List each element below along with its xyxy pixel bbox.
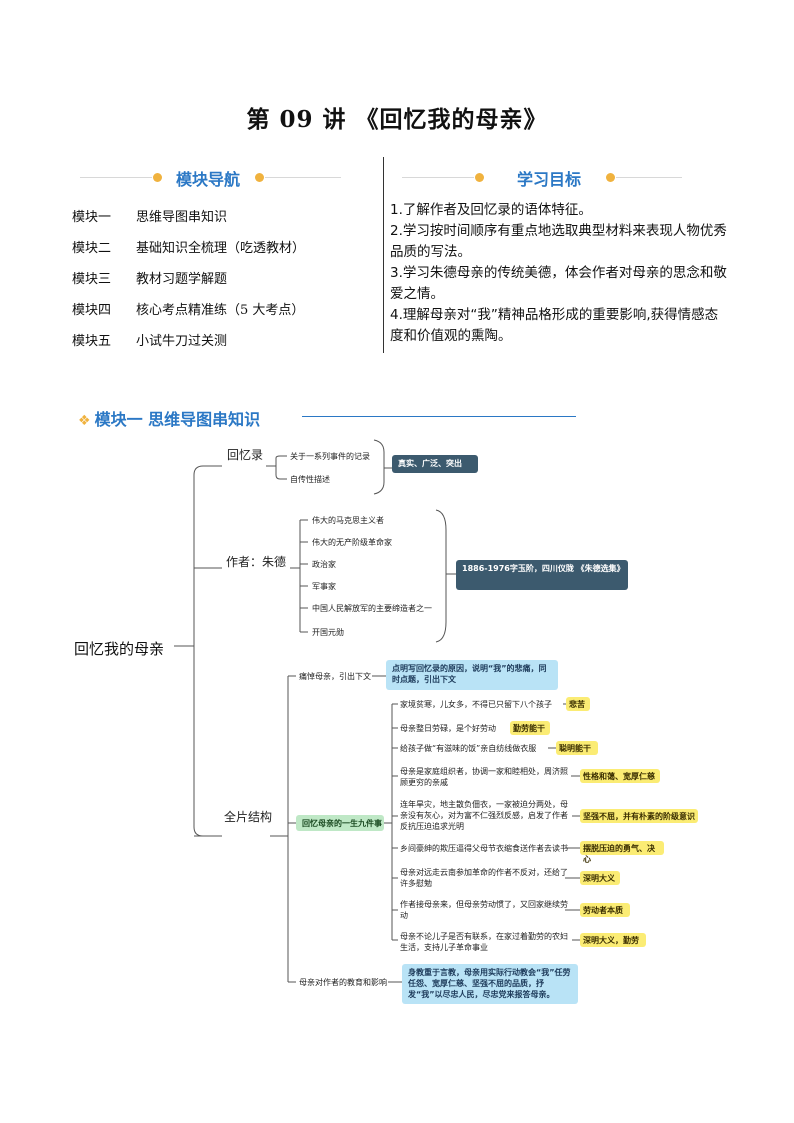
branch-author: 作者：朱德	[226, 555, 287, 569]
diamond-icon: ❖	[78, 413, 91, 429]
author-title: 开国元勋	[312, 628, 344, 637]
header-rule-right	[616, 177, 682, 178]
life-event: 母亲对远走云南参加革命的作者不反对，还给了许多慰勉	[400, 868, 568, 888]
goals-heading: 学习目标	[517, 170, 582, 189]
author-summary: 1886-1976字玉阶，四川仪陇 《朱德选集》	[456, 560, 628, 590]
goal-item: 2.学习按时间顺序有重点地选取典型材料来表现人物优秀品质的写法。	[390, 223, 727, 260]
event-tag: 深明大义，勤劳	[580, 933, 646, 947]
header-rule-left	[80, 177, 152, 178]
memoir-summary: 真实、广泛、突出	[392, 455, 478, 473]
goal-item: 4.理解母亲对“我”精神品格形成的重要影响,获得情感态度和价值观的熏陶。	[390, 307, 719, 344]
intro-note: 点明写回忆录的原因，说明“我”的悲痛，同时点题，引出下文	[386, 660, 558, 690]
life-event: 母亲不论儿子是否有联系，在家过着勤劳的农妇生活，支持儿子革命事业	[400, 932, 568, 952]
branch-memoir: 回忆录	[227, 448, 264, 462]
life-events-node: 回忆母亲的一生九件事	[296, 815, 384, 831]
header-rule-right	[265, 177, 341, 178]
life-event: 作者接母亲来，但母亲劳动惯了，又回家继续劳动	[400, 900, 568, 920]
life-event: 乡间豪绅的欺压逼得父母节衣缩食送作者去读书	[400, 844, 568, 853]
branch-structure: 全片结构	[224, 810, 273, 824]
life-event: 母亲整日劳碌，是个好劳动	[400, 724, 496, 733]
author-title: 政治家	[312, 560, 336, 569]
nav-item-3: 模块三教材习题学解题	[72, 272, 228, 287]
author-title: 伟大的无产阶级革命家	[312, 538, 392, 547]
memoir-child: 自传性描述	[290, 475, 330, 484]
column-divider	[383, 157, 384, 353]
influence-note: 身教重于言教，母亲用实际行动教会“我”任劳任怨、宽厚仁慈、坚强不屈的品质，抒发“…	[402, 964, 578, 1004]
nav-heading: 模块导航	[176, 170, 241, 189]
event-tag: 勤劳能干	[510, 721, 550, 735]
goal-item: 1.了解作者及回忆录的语体特征。	[390, 202, 592, 218]
life-event: 给孩子做“有滋味的饭”亲自纺线做衣服	[400, 744, 537, 753]
nav-item-5: 模块五小试牛刀过关测	[72, 334, 228, 349]
module1-rule	[302, 416, 576, 417]
module1-heading: ❖模块一 思维导图串知识	[78, 410, 261, 429]
author-title: 中国人民解放军的主要缔造者之一	[312, 604, 432, 613]
goals-list: 1.了解作者及回忆录的语体特征。 2.学习按时间顺序有重点地选取典型材料来表现人…	[390, 200, 730, 347]
structure-influence: 母亲对作者的教育和影响	[299, 978, 387, 987]
mindmap-root: 回忆我的母亲	[74, 640, 165, 658]
event-tag: 深明大义	[580, 871, 620, 885]
nav-header: 模块导航	[80, 166, 370, 190]
life-event: 家境贫寒，儿女多，不得已只留下八个孩子	[400, 700, 552, 709]
author-title: 伟大的马克思主义者	[312, 516, 384, 525]
nav-item-1: 模块一思维导图串知识	[72, 210, 228, 225]
structure-intro: 痛悼母亲，引出下文	[299, 672, 371, 681]
event-tag: 摆脱压迫的勇气、决心	[580, 841, 664, 864]
author-title: 军事家	[312, 582, 336, 591]
life-event: 母亲是家庭组织者，协调一家和睦相处，周济照顾更穷的亲戚	[400, 767, 568, 787]
goals-header: 学习目标	[402, 166, 702, 190]
header-dot-left	[153, 173, 162, 182]
event-tag: 聪明能干	[556, 741, 598, 755]
page-title: 第 09 讲 《回忆我的母亲》	[246, 106, 548, 133]
goal-item: 3.学习朱德母亲的传统美德，体会作者对母亲的思念和敬爱之情。	[390, 265, 727, 302]
life-event: 连年旱灾，地主散负佃衣，一家被迫分两处，母亲没有灰心，对为富不仁强烈反感，启发了…	[400, 800, 568, 831]
nav-item-4: 模块四核心考点精准练（5 大考点）	[72, 303, 305, 318]
event-tag: 性格和蔼、宽厚仁慈	[580, 769, 660, 783]
event-tag: 坚强不屈，并有朴素的阶级意识	[580, 809, 698, 823]
nav-item-2: 模块二基础知识全梳理（吃透教材）	[72, 241, 306, 256]
header-dot-right	[255, 173, 264, 182]
event-tag: 劳动者本质	[580, 903, 630, 917]
memoir-child: 关于一系列事件的记录	[290, 452, 370, 461]
header-dot-right	[606, 173, 615, 182]
header-dot-left	[475, 173, 484, 182]
header-rule-left	[402, 177, 474, 178]
event-tag: 悲苦	[566, 697, 590, 711]
